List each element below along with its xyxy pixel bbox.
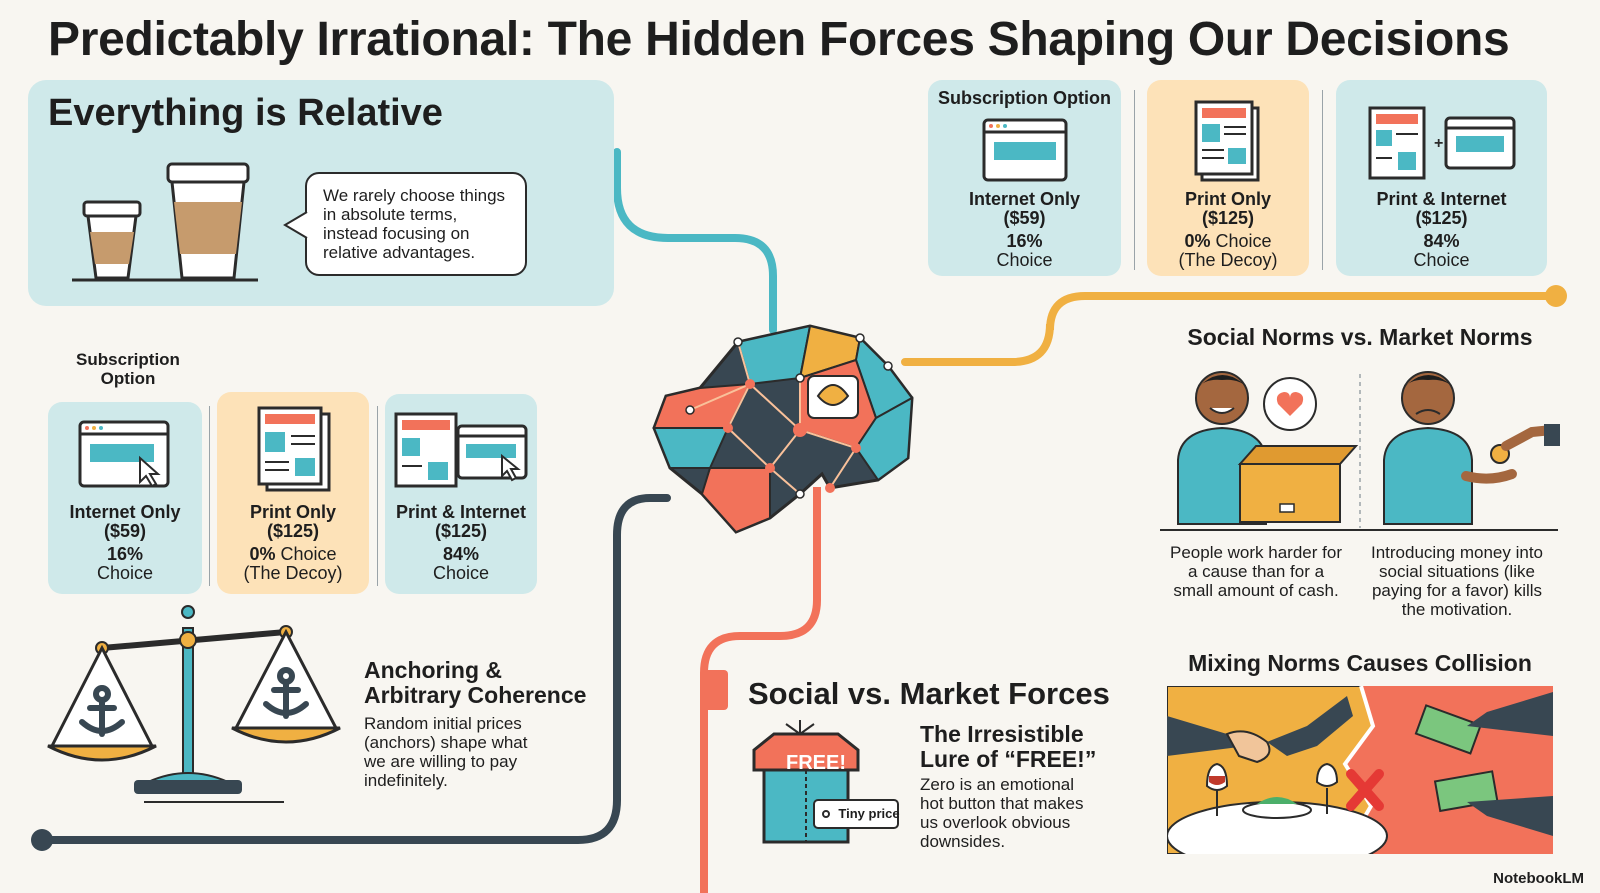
option-pct: 0%	[1184, 231, 1211, 251]
free-heading: The Irresistible Lure of “FREE!”	[920, 722, 1096, 772]
left-card-print-text: Print Only ($125) 0% Choice (The Decoy)	[217, 503, 369, 583]
top-card-print-text: Print Only ($125) 0% Choice (The Decoy)	[1147, 190, 1309, 270]
option-name: Print Only	[1184, 189, 1271, 209]
option-choice: Choice	[96, 563, 154, 583]
browser-cursor-icon	[78, 420, 170, 488]
social-market-heading: Social vs. Market Forces	[748, 676, 1110, 711]
option-name: Internet Only	[968, 189, 1080, 209]
divider	[377, 406, 378, 586]
relativity-heading: Everything is Relative	[48, 92, 443, 134]
collision-heading: Mixing Norms Causes Collision	[1188, 650, 1532, 676]
option-choice: Choice	[1413, 250, 1470, 270]
option-pct: 0%	[249, 544, 276, 564]
collision-illustration	[1167, 686, 1553, 854]
svg-text:+: +	[1434, 135, 1443, 152]
option-price: ($59)	[1003, 208, 1046, 228]
norms-left-text: People work harder for a cause than for …	[1170, 543, 1342, 600]
option-pct: 84%	[442, 544, 480, 564]
option-price: ($125)	[266, 521, 320, 541]
tiny-price-tag: Tiny price	[838, 806, 900, 821]
norms-heading: Social Norms vs. Market Norms	[1187, 324, 1533, 350]
option-name: Print & Internet	[395, 502, 526, 522]
brand-logo-text: NotebookLM	[1493, 870, 1584, 887]
option-price: ($125)	[1415, 208, 1468, 228]
print-plus-internet-icon: +	[1368, 106, 1516, 180]
option-choice: Choice	[280, 544, 337, 564]
option-name: Print & Internet	[1376, 189, 1507, 209]
option-pct: 16%	[1006, 231, 1043, 251]
norms-right-text: Introducing money into social situations…	[1371, 543, 1543, 619]
browser-window-icon	[982, 118, 1068, 182]
norms-illustration	[1160, 371, 1560, 531]
option-pct-line: 0% Choice	[1147, 232, 1309, 251]
option-price: ($125)	[434, 521, 488, 541]
option-pct: 84%	[1423, 231, 1460, 251]
print-and-internet-icon	[394, 412, 528, 488]
bubble-pointer	[283, 211, 308, 239]
left-card-internet-text: Internet Only ($59) 16% Choice	[48, 503, 202, 583]
option-name: Print Only	[249, 502, 336, 522]
left-card-combo-text: Print & Internet ($125) 84% Choice	[385, 503, 537, 583]
option-decoy: (The Decoy)	[1178, 250, 1278, 270]
heading-line: Arbitrary Coherence	[364, 682, 587, 708]
top-card-combo-text: Print & Internet ($125) 84% Choice	[1336, 190, 1547, 270]
anchoring-heading: Anchoring & Arbitrary Coherence	[364, 658, 586, 708]
option-price: ($125)	[1201, 208, 1255, 228]
header-line: Option	[100, 369, 156, 388]
page-title: Predictably Irrational: The Hidden Force…	[48, 13, 1510, 66]
option-pct: 16%	[106, 544, 144, 564]
top-card-internet-text: Internet Only ($59) 16% Choice	[928, 190, 1121, 270]
free-tag: FREE!	[786, 752, 846, 774]
option-pct-line: 0% Choice	[217, 545, 369, 564]
relativity-speech-bubble: We rarely choose things in absolute term…	[305, 172, 527, 276]
left-subscription-header: Subscription Option	[58, 350, 198, 388]
heading-line: The Irresistible	[920, 721, 1084, 747]
option-price: ($59)	[103, 521, 147, 541]
divider	[209, 406, 210, 586]
brain-network-icon	[652, 324, 914, 534]
header-line: Subscription	[76, 350, 180, 369]
option-name: Internet Only	[69, 502, 181, 522]
heading-line: Anchoring &	[364, 657, 502, 683]
free-text: Zero is an emotional hot button that mak…	[920, 775, 1084, 851]
newspaper-icon	[257, 406, 331, 492]
balance-scale-anchor-icon	[47, 605, 341, 803]
free-gift-box-icon	[752, 720, 899, 844]
option-choice: Choice	[1215, 231, 1272, 251]
heading-line: Lure of “FREE!”	[920, 746, 1097, 772]
option-choice: Choice	[432, 563, 490, 583]
divider	[1134, 90, 1135, 270]
newspaper-icon	[1194, 100, 1260, 182]
divider	[1322, 90, 1323, 270]
anchoring-text: Random initial prices (anchors) shape wh…	[364, 714, 528, 790]
coffee-cups-icon	[72, 162, 258, 282]
option-choice: Choice	[996, 250, 1053, 270]
option-decoy: (The Decoy)	[243, 563, 343, 583]
top-subscription-header: Subscription Option	[938, 88, 1111, 108]
